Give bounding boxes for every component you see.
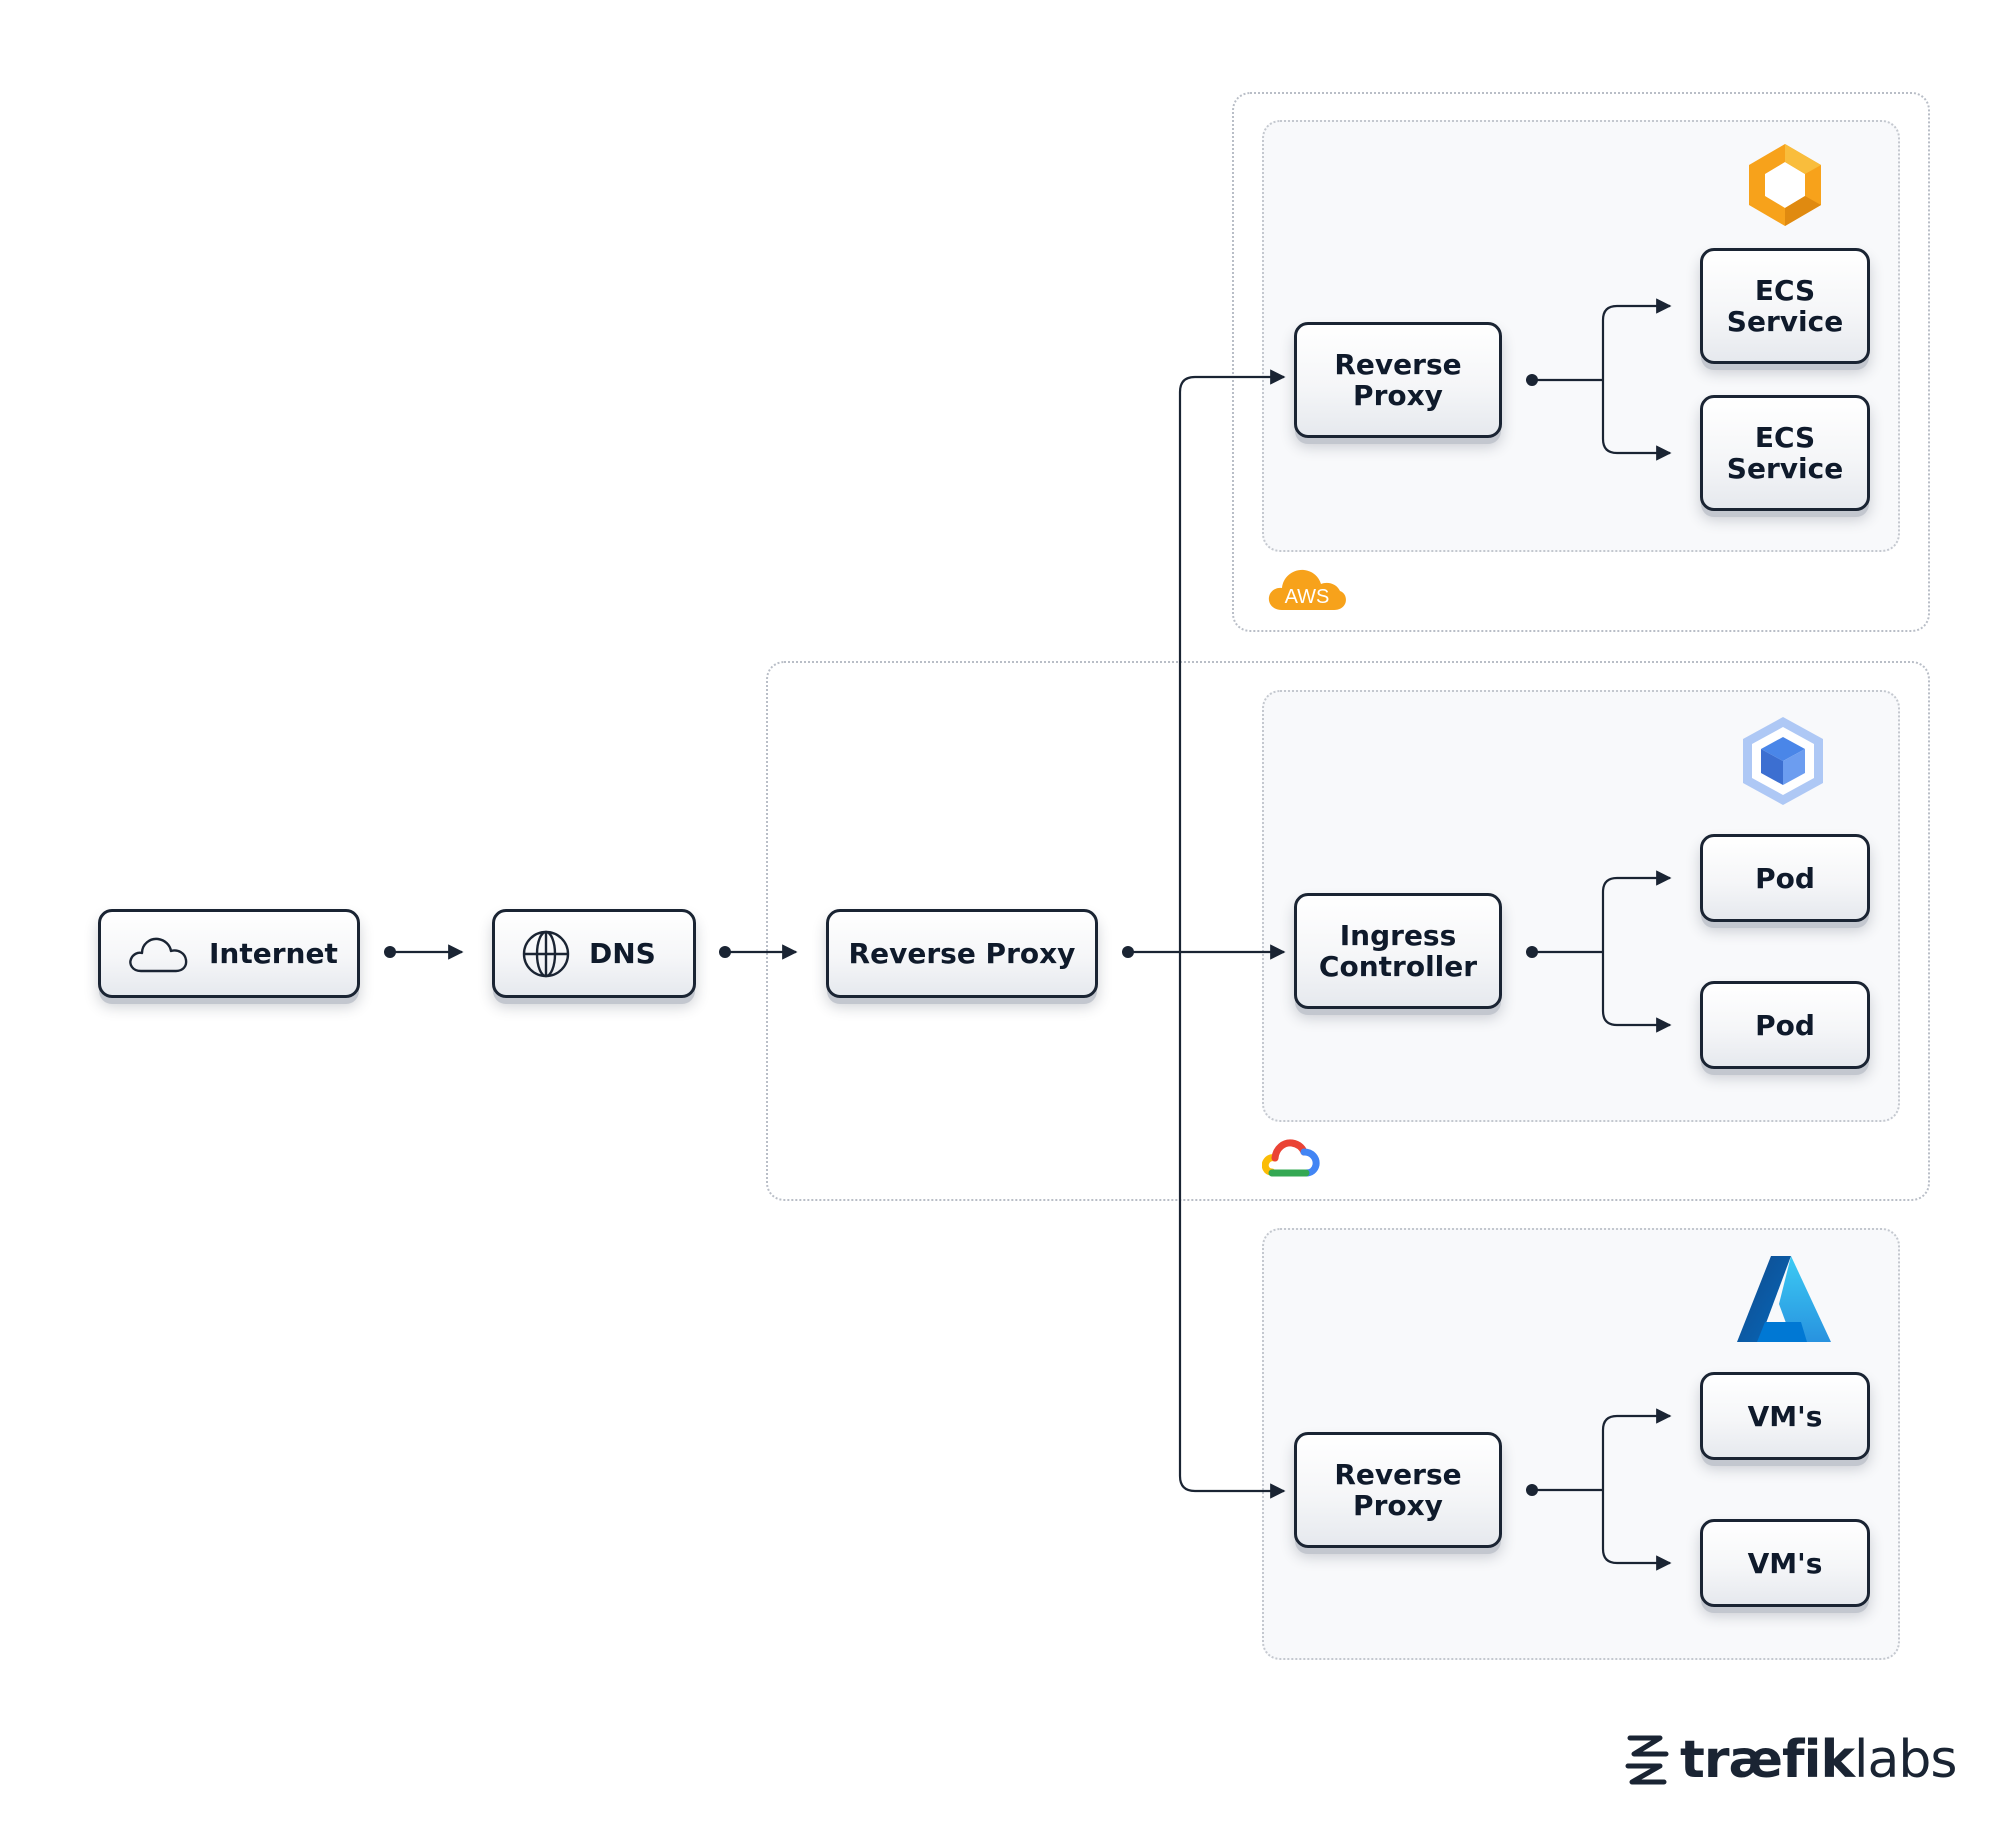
aws-cloud-icon: AWS bbox=[1268, 569, 1346, 610]
edge-reverse-proxy-node[interactable]: Reverse Proxy bbox=[826, 909, 1098, 998]
pod-node-1[interactable]: Pod bbox=[1700, 834, 1870, 922]
edge-reverse-proxy-label: Reverse Proxy bbox=[848, 937, 1076, 970]
wire-aws-ecs2 bbox=[1601, 380, 1672, 461]
dot-aws-proxy bbox=[1526, 374, 1538, 386]
vm-node-1[interactable]: VM's bbox=[1700, 1372, 1870, 1460]
dns-label: DNS bbox=[589, 937, 656, 970]
globe-icon bbox=[521, 929, 571, 979]
brand-light: labs bbox=[1854, 1730, 1957, 1790]
pod-label-2: Pod bbox=[1755, 1008, 1815, 1042]
ecs-service-node-2[interactable]: ECS Service bbox=[1700, 395, 1870, 511]
ecs-service-label-2: ECS Service bbox=[1726, 421, 1844, 485]
vm-label-2: VM's bbox=[1747, 1546, 1823, 1580]
brand-bold: træfik bbox=[1680, 1730, 1855, 1790]
pod-label-1: Pod bbox=[1755, 861, 1815, 895]
aws-label: AWS bbox=[1285, 586, 1330, 608]
aws-reverse-proxy-node[interactable]: Reverse Proxy bbox=[1294, 322, 1502, 438]
ingress-controller-label: Ingress Controller bbox=[1318, 919, 1478, 983]
azure-reverse-proxy-label: Reverse Proxy bbox=[1334, 1458, 1462, 1522]
dot-proxy bbox=[1122, 946, 1134, 958]
internet-label: Internet bbox=[209, 937, 338, 970]
traefik-logo-icon bbox=[1625, 1735, 1669, 1785]
wire-azure-vm2 bbox=[1601, 1490, 1672, 1571]
cloud-icon bbox=[127, 933, 191, 975]
ingress-controller-node[interactable]: Ingress Controller bbox=[1294, 893, 1502, 1009]
google-kubernetes-engine-icon bbox=[1743, 717, 1823, 805]
dot-azure-proxy bbox=[1526, 1484, 1538, 1496]
dns-node[interactable]: DNS bbox=[492, 909, 696, 998]
azure-reverse-proxy-node[interactable]: Reverse Proxy bbox=[1294, 1432, 1502, 1548]
vm-node-2[interactable]: VM's bbox=[1700, 1519, 1870, 1607]
ecs-service-label-1: ECS Service bbox=[1726, 274, 1844, 338]
dot-internet bbox=[384, 946, 396, 958]
gcp-region bbox=[766, 661, 1930, 1201]
vm-label-1: VM's bbox=[1747, 1399, 1823, 1433]
wire-ingress-pod2 bbox=[1601, 952, 1672, 1033]
wire-azure-vm1 bbox=[1601, 1408, 1672, 1490]
wire-trunk-azure bbox=[1178, 952, 1286, 1499]
google-cloud-icon bbox=[1262, 1139, 1320, 1177]
dot-dns bbox=[719, 946, 731, 958]
amazon-ecs-icon bbox=[1749, 144, 1821, 226]
ecs-service-node-1[interactable]: ECS Service bbox=[1700, 248, 1870, 364]
pod-node-2[interactable]: Pod bbox=[1700, 981, 1870, 1069]
brand-wordmark: træfiklabs bbox=[1680, 1730, 1957, 1790]
wire-aws-ecs1 bbox=[1601, 298, 1672, 380]
internet-node[interactable]: Internet bbox=[98, 909, 360, 998]
traefik-labs-brand: træfiklabs bbox=[1620, 1725, 1957, 1795]
aws-region bbox=[1232, 92, 1930, 632]
dot-ingress bbox=[1526, 946, 1538, 958]
wire-trunk-aws bbox=[1178, 369, 1286, 952]
wire-ingress-pod1 bbox=[1601, 870, 1672, 952]
azure-icon bbox=[1737, 1256, 1831, 1342]
aws-reverse-proxy-label: Reverse Proxy bbox=[1334, 348, 1462, 412]
